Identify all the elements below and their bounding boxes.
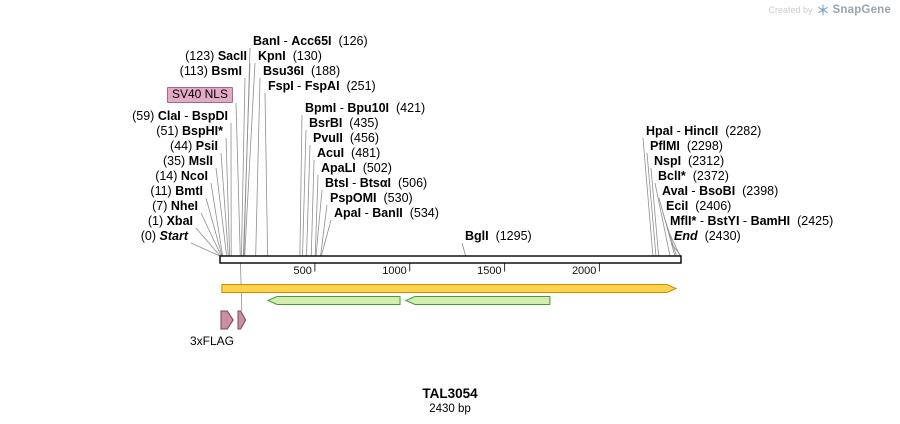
enzyme-label-fspi-fspai[interactable]: FspI - FspAI (251) bbox=[268, 79, 376, 93]
feature-3xflag[interactable] bbox=[220, 310, 234, 330]
enzyme-label-pspomi[interactable]: PspOMI (530) bbox=[330, 191, 413, 205]
snapgene-logo-icon bbox=[817, 4, 828, 16]
enzyme-label-acui[interactable]: AcuI (481) bbox=[317, 146, 381, 160]
feature-label-3xflag[interactable]: 3xFLAG bbox=[189, 334, 235, 348]
connector-line bbox=[241, 77, 246, 257]
enzyme-label-bgli[interactable]: BglI (1295) bbox=[465, 229, 532, 243]
feature-tal-effector-1[interactable] bbox=[266, 296, 401, 305]
connector-line bbox=[264, 92, 269, 257]
enzyme-label-pflmi[interactable]: PflMI (2298) bbox=[650, 139, 723, 153]
enzyme-label-bmti[interactable]: (11) BmtI bbox=[150, 184, 203, 198]
connector-line bbox=[255, 77, 261, 257]
enzyme-label-avai-bsobi[interactable]: AvaI - BsoBI (2398) bbox=[662, 184, 779, 198]
created-by-text: Created by bbox=[768, 5, 813, 15]
connector-line bbox=[220, 152, 229, 257]
sequence-title: TAL3054 bbox=[422, 386, 478, 401]
connector-line bbox=[195, 227, 221, 257]
sequence-length: 2430 bp bbox=[429, 403, 471, 415]
enzyme-label-start[interactable]: (0) Start bbox=[140, 229, 188, 243]
enzyme-label-mfli-bstyi-bamhi[interactable]: MflI* - BstYI - BamHI (2425) bbox=[670, 214, 834, 228]
connector-line bbox=[302, 129, 307, 257]
connector-line bbox=[320, 219, 332, 257]
enzyme-label-xbai[interactable]: (1) XbaI bbox=[147, 214, 193, 228]
connector-line bbox=[315, 189, 323, 257]
connector-line bbox=[243, 47, 251, 257]
enzyme-label-bsphi[interactable]: (51) BspHI* bbox=[156, 124, 223, 138]
enzyme-label-bani-acc65i[interactable]: BanI - Acc65I (126) bbox=[253, 34, 368, 48]
enzyme-label-pvuii[interactable]: PvuII (456) bbox=[313, 131, 380, 145]
feature-sv40-nls[interactable] bbox=[237, 310, 247, 330]
feature-label-sv40-nls[interactable]: SV40 NLS bbox=[166, 87, 233, 103]
connector-line bbox=[670, 242, 682, 257]
connector-line bbox=[210, 182, 224, 257]
connector-line bbox=[225, 137, 231, 257]
watermark: Created by SnapGene bbox=[768, 4, 891, 16]
enzyme-label-ecii[interactable]: EciI (2406) bbox=[666, 199, 732, 213]
ruler-tick-label: 2000 bbox=[571, 265, 597, 277]
connector-line bbox=[200, 212, 222, 257]
enzyme-label-kpni[interactable]: KpnI (130) bbox=[258, 49, 322, 63]
enzyme-label-psii[interactable]: (44) PsiI bbox=[170, 139, 218, 153]
enzyme-label-bsrbi[interactable]: BsrBI (435) bbox=[309, 116, 379, 130]
connector-line bbox=[646, 152, 657, 257]
connector-line bbox=[190, 242, 221, 257]
enzyme-label-msli[interactable]: (35) MslI bbox=[162, 154, 213, 168]
enzyme-label-sacii[interactable]: (123) SacII bbox=[185, 49, 247, 63]
connector-line bbox=[642, 137, 654, 257]
enzyme-label-nhei[interactable]: (7) NheI bbox=[152, 199, 198, 213]
enzyme-label-bpmi-bpu10i[interactable]: BpmI - Bpu10I (421) bbox=[305, 101, 426, 115]
connector-line bbox=[654, 182, 671, 257]
enzyme-label-bsu36i[interactable]: Bsu36I (188) bbox=[263, 64, 341, 78]
enzyme-label-ncoi[interactable]: (14) NcoI bbox=[155, 169, 208, 183]
connector-line bbox=[650, 167, 660, 257]
connector-line bbox=[299, 114, 303, 257]
connector-line bbox=[320, 204, 328, 257]
enzyme-label-bcli[interactable]: BclI* (2372) bbox=[658, 169, 729, 183]
enzyme-label-hpai-hincii[interactable]: HpaI - HincII (2282) bbox=[646, 124, 762, 138]
connector-line bbox=[215, 167, 228, 257]
connector-line bbox=[310, 159, 315, 257]
dna-map-line[interactable] bbox=[219, 255, 682, 264]
ruler-tick-label: 500 bbox=[293, 265, 312, 277]
enzyme-label-bsmi[interactable]: (113) BsmI bbox=[179, 64, 242, 78]
enzyme-label-end[interactable]: End (2430) bbox=[674, 229, 741, 243]
feature-tal-effector-2[interactable] bbox=[404, 296, 551, 305]
connector-line bbox=[461, 242, 467, 257]
connector-line bbox=[244, 62, 256, 257]
feature-construct-span[interactable] bbox=[221, 284, 678, 293]
snapgene-brand-text: SnapGene bbox=[832, 4, 891, 16]
ruler-tick-label: 1000 bbox=[382, 265, 407, 277]
connector-line bbox=[314, 174, 319, 257]
connector-line bbox=[205, 197, 223, 257]
ruler-tick-label: 1500 bbox=[477, 265, 502, 277]
connector-line bbox=[306, 144, 311, 257]
enzyme-label-nspi[interactable]: NspI (2312) bbox=[654, 154, 725, 168]
connector-line bbox=[235, 102, 243, 312]
enzyme-label-apali[interactable]: ApaLI (502) bbox=[321, 161, 392, 175]
enzyme-label-apai-banii[interactable]: ApaI - BanII (534) bbox=[334, 206, 439, 220]
enzyme-label-btsi-btsi[interactable]: BtsI - BtsαI (506) bbox=[325, 176, 428, 190]
enzyme-label-clai-bspdi[interactable]: (59) ClaI - BspDI bbox=[132, 109, 228, 123]
